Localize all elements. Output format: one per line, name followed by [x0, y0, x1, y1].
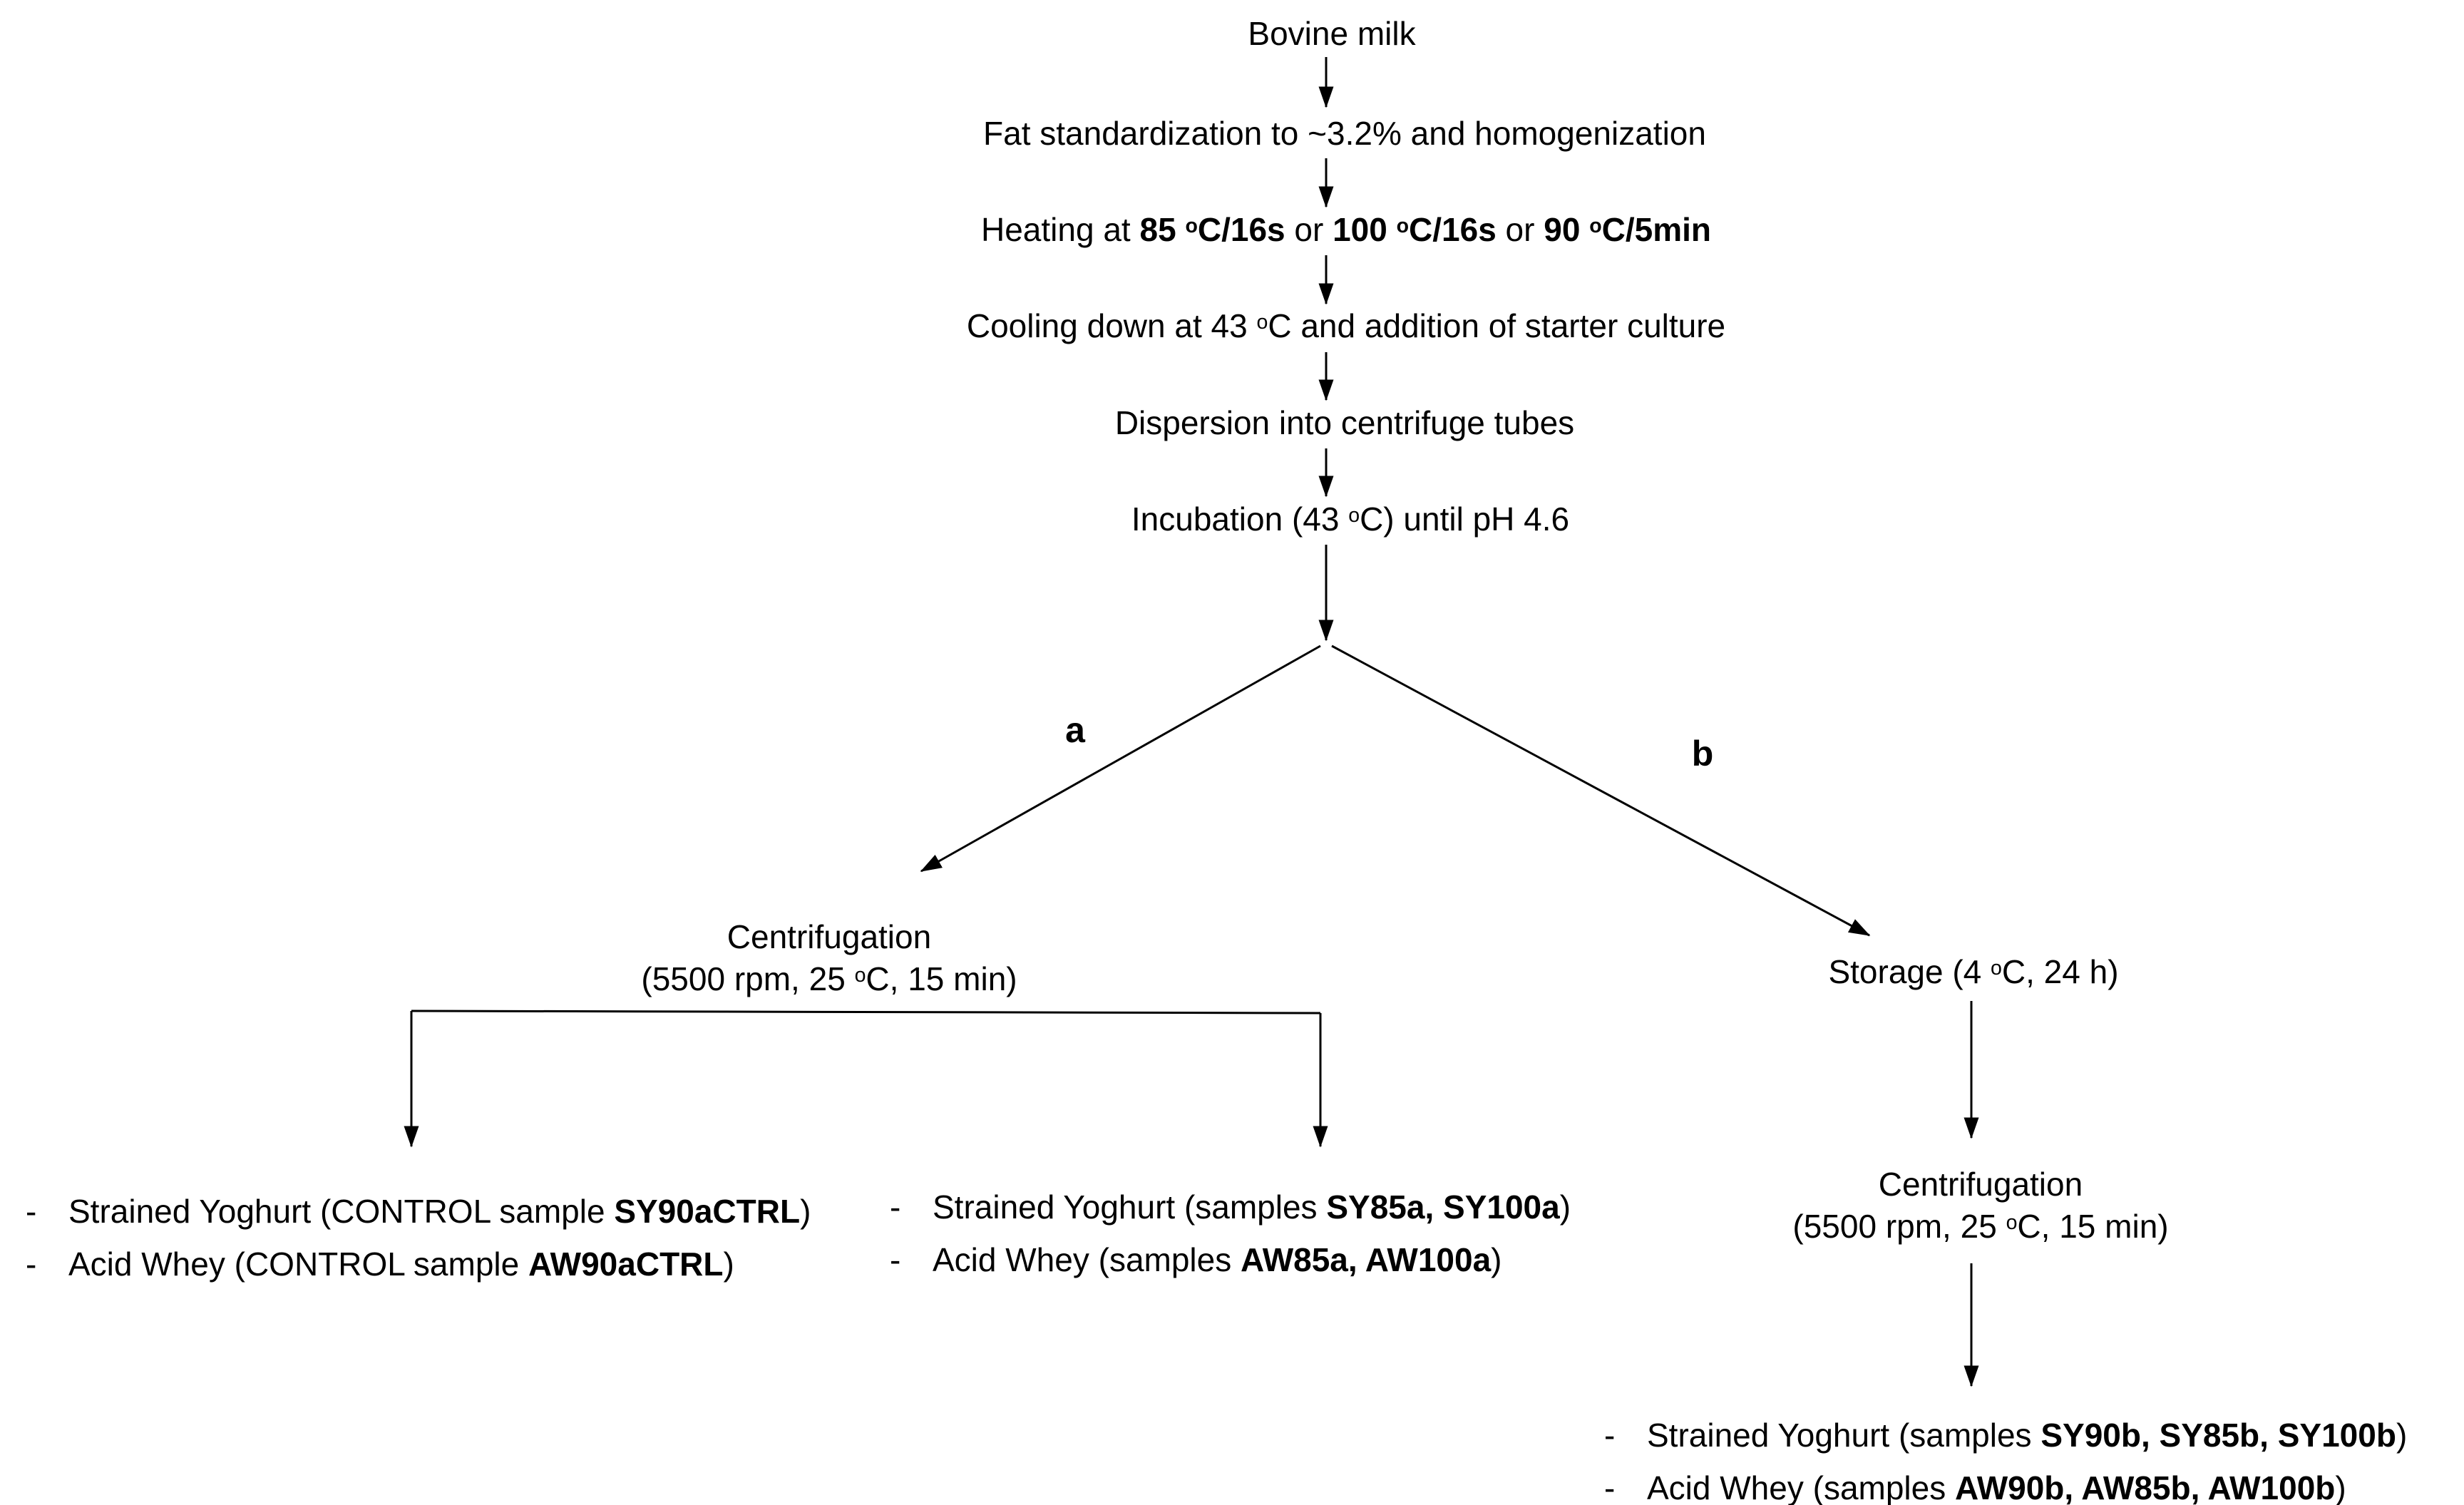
list-item: - Acid Whey (samples AW85a, AW100a): [890, 1233, 1571, 1286]
list-item: - Strained Yoghurt (samples SY90b, SY85b…: [1604, 1409, 2407, 1462]
branch-label-b: b: [1691, 734, 1714, 774]
bracket-horizontal: [411, 1010, 1321, 1015]
node-incubation: Incubation (43 oC) until pH 4.6: [1131, 500, 1570, 538]
list-item: - Acid Whey (samples AW90b, AW85b, AW100…: [1604, 1462, 2407, 1505]
list-item: - Strained Yoghurt (samples SY85a, SY100…: [890, 1181, 1571, 1233]
dash-bullet: -: [890, 1188, 901, 1226]
dash-bullet: -: [26, 1193, 37, 1230]
node-heating: Heating at 85 oC/16s or 100 oC/16s or 90…: [981, 211, 1711, 248]
node-centrifugation-b: Centrifugation (5500 rpm, 25 oC, 15 min): [1792, 1164, 2168, 1248]
dash-bullet: -: [26, 1245, 37, 1283]
output-a-acid-whey: Acid Whey (samples AW85a, AW100a): [933, 1241, 1502, 1278]
output-control-strained-yoghurt: Strained Yoghurt (CONTROL sample SY90aCT…: [68, 1193, 811, 1230]
output-control-acid-whey: Acid Whey (CONTROL sample AW90aCTRL): [68, 1245, 734, 1283]
output-b-acid-whey: Acid Whey (samples AW90b, AW85b, AW100b): [1647, 1469, 2346, 1505]
centrifugation-a-line1: Centrifugation: [727, 918, 932, 955]
node-dispersion: Dispersion into centrifuge tubes: [1114, 404, 1575, 441]
node-storage-b: Storage (4 oC, 24 h): [1828, 953, 2119, 990]
centrifugation-b-line2: (5500 rpm, 25 oC, 15 min): [1792, 1207, 2169, 1245]
output-list-samples-a: - Strained Yoghurt (samples SY85a, SY100…: [890, 1181, 1571, 1286]
arrow-branch-a: [920, 644, 1321, 873]
node-bovine-milk: Bovine milk: [1248, 15, 1416, 52]
output-a-strained-yoghurt: Strained Yoghurt (samples SY85a, SY100a): [933, 1188, 1571, 1226]
output-list-control: - Strained Yoghurt (CONTROL sample SY90a…: [26, 1185, 811, 1290]
node-centrifugation-a: Centrifugation (5500 rpm, 25 oC, 15 min): [641, 916, 1017, 1000]
dash-bullet: -: [1604, 1469, 1616, 1505]
list-item: - Strained Yoghurt (CONTROL sample SY90a…: [26, 1185, 811, 1238]
output-b-strained-yoghurt: Strained Yoghurt (samples SY90b, SY85b, …: [1647, 1417, 2408, 1454]
node-cooling: Cooling down at 43 oC and addition of st…: [966, 307, 1726, 344]
output-list-samples-b: - Strained Yoghurt (samples SY90b, SY85b…: [1604, 1409, 2407, 1505]
dash-bullet: -: [1604, 1417, 1616, 1454]
centrifugation-b-line1: Centrifugation: [1878, 1166, 2083, 1203]
list-item: - Acid Whey (CONTROL sample AW90aCTRL): [26, 1238, 811, 1290]
branch-label-a: a: [1065, 710, 1085, 750]
node-fat-standardization: Fat standardization to ~3.2% and homogen…: [983, 115, 1706, 152]
centrifugation-a-line2: (5500 rpm, 25 oC, 15 min): [641, 960, 1017, 997]
dash-bullet: -: [890, 1241, 901, 1278]
arrow-branch-b: [1331, 644, 1871, 937]
